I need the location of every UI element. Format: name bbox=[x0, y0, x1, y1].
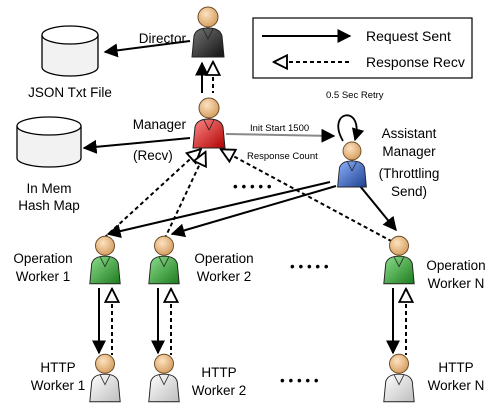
connectors bbox=[82, 40, 406, 355]
hash-map-store: In Mem Hash Map bbox=[16, 116, 82, 213]
hash-map-label-line1: In Mem bbox=[26, 181, 71, 196]
http-worker-icon bbox=[148, 353, 180, 403]
assistant-label-line3: (Throttling bbox=[379, 166, 440, 181]
response-count-label: Response Count bbox=[247, 151, 318, 162]
op-worker-2-line2: Worker 2 bbox=[197, 269, 252, 284]
cylinder-body bbox=[16, 126, 82, 168]
manager-to-hashmap-arrow bbox=[82, 137, 191, 154]
operation-worker-icon bbox=[148, 235, 180, 285]
assistant-to-op1-arrow bbox=[106, 181, 331, 238]
http-worker-2-line1: HTTP bbox=[201, 365, 236, 380]
manager-label: Manager bbox=[133, 117, 187, 132]
op-worker-ellipsis: • • • • • bbox=[290, 259, 329, 274]
operation-worker-icon bbox=[89, 235, 121, 285]
director-label: Director bbox=[139, 31, 187, 46]
operation-worker-2: Operation Worker 2 bbox=[148, 235, 254, 285]
director-node: Director bbox=[139, 6, 225, 58]
http-worker-icon bbox=[383, 353, 415, 403]
op-worker-n-line2: Worker N bbox=[428, 276, 485, 291]
manager-ellipsis: • • • • • bbox=[233, 179, 272, 194]
assistant-to-opn-arrow bbox=[359, 185, 397, 232]
director-to-json-arrow bbox=[103, 40, 191, 58]
assistant-label-line1: Assistant bbox=[382, 126, 437, 141]
http-worker-2-line2: Worker 2 bbox=[192, 383, 247, 398]
init-start-label: Init Start 1500 bbox=[250, 123, 309, 134]
op-worker-n-line1: Operation bbox=[426, 258, 485, 273]
assistant-manager-icon bbox=[337, 141, 367, 188]
retry-label: 0.5 Sec Retry bbox=[326, 90, 384, 101]
operation-worker-icon bbox=[383, 235, 415, 285]
http-worker-n-line1: HTTP bbox=[438, 360, 473, 375]
http-worker-1: HTTP Worker 1 bbox=[31, 353, 121, 403]
manager-sublabel: (Recv) bbox=[133, 148, 173, 163]
assistant-label-line2: Manager bbox=[382, 144, 436, 159]
json-file-store: JSON Txt File bbox=[28, 25, 112, 100]
op-worker-1-line1: Operation bbox=[13, 251, 72, 266]
http-worker-n: HTTP Worker N bbox=[383, 353, 485, 403]
opn-response-arrow bbox=[222, 150, 394, 243]
op2-response-arrow bbox=[164, 153, 205, 239]
cylinder-top bbox=[41, 25, 99, 45]
manager-icon bbox=[192, 97, 226, 149]
http-worker-ellipsis: • • • • • bbox=[280, 373, 319, 388]
http-worker-2: HTTP Worker 2 bbox=[148, 353, 247, 403]
http-worker-icon bbox=[89, 353, 121, 403]
cylinder-top bbox=[16, 116, 82, 136]
http-worker-n-line2: Worker N bbox=[428, 378, 485, 393]
manager-node: Manager (Recv) bbox=[133, 97, 226, 163]
op-worker-2-line1: Operation bbox=[194, 251, 253, 266]
init-start-arrow bbox=[225, 128, 336, 143]
op-worker-1-line2: Worker 1 bbox=[16, 269, 71, 284]
legend-request-label: Request Sent bbox=[366, 28, 451, 44]
assistant-to-op2-arrow bbox=[170, 185, 337, 238]
director-icon bbox=[191, 6, 225, 58]
legend-box bbox=[252, 17, 473, 79]
legend-response-label: Response Recv bbox=[366, 54, 465, 70]
operation-worker-n: Operation Worker N bbox=[383, 235, 486, 291]
retry-loop-arrow bbox=[337, 114, 365, 142]
assistant-label-line4: Send) bbox=[391, 184, 427, 199]
hash-map-label-line2: Hash Map bbox=[18, 198, 80, 213]
http-worker-1-line1: HTTP bbox=[40, 360, 75, 375]
json-file-label: JSON Txt File bbox=[28, 85, 112, 100]
cylinder-body bbox=[41, 35, 99, 77]
operation-worker-1: Operation Worker 1 bbox=[13, 235, 121, 285]
op1-response-arrow bbox=[103, 150, 200, 239]
assistant-manager-node: Assistant Manager (Throttling Send) bbox=[337, 126, 440, 199]
http-worker-1-line2: Worker 1 bbox=[31, 378, 86, 393]
legend: Request Sent Response Recv bbox=[252, 17, 473, 79]
